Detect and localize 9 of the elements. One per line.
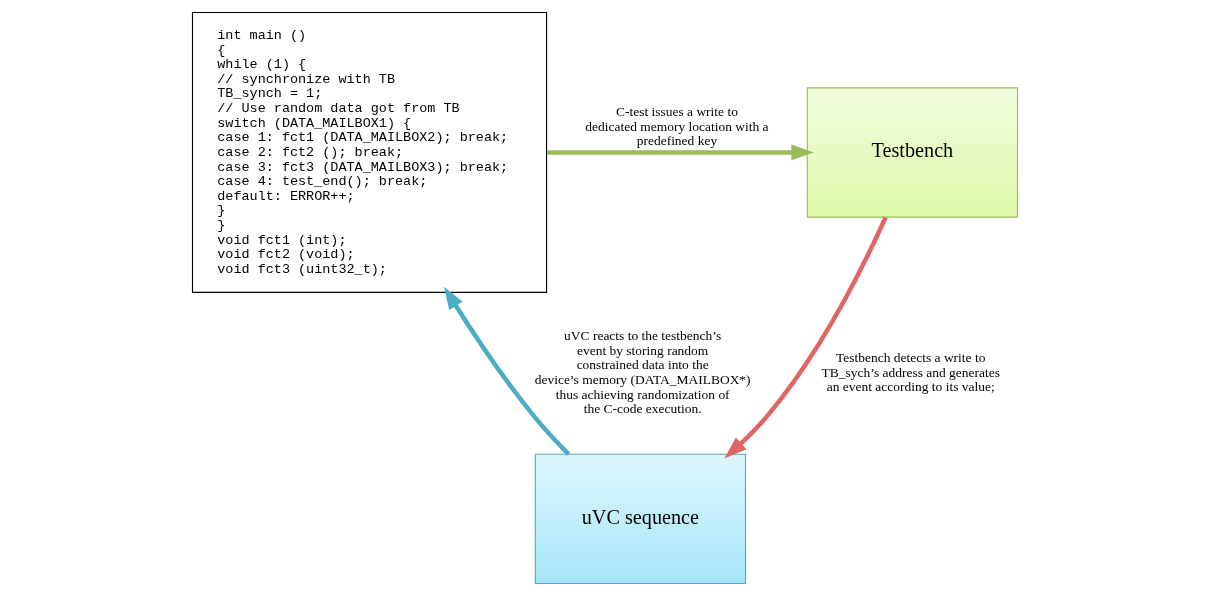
arrow <box>546 144 814 161</box>
arrow <box>724 216 888 459</box>
edge-label: Testbench detects a write to TB_sych’s address and generates an event according to its value; <box>821 350 1000 395</box>
edge-label: C-test issues a write to dedicated memory location with a predefined key <box>585 104 769 149</box>
edge-label: uVC reacts to the testbench’s event by storing random constrained data into the device’s memory (DATA_MAILBOX*) thus achieving randomization of the C-code execution. <box>534 328 751 417</box>
node-box: uVC sequence <box>534 453 747 585</box>
node-box: int main () { while (1) { // synchronize with TB TB_synch = 1; // Use random data got from TB switch (DATA_MAILBOX1) { case 1: fct1 (DATA_MAILBOX2); break; case 2: fct2 (); break; case 3: fct3 (DATA_MAILBOX3); break; case 4: test_end(); break; default: ERROR++; } } void fct1 (int); void fct2 (void); void fct3 (uint32_t); <box>191 11 548 293</box>
node-box: Testbench <box>806 87 1019 218</box>
arrow <box>444 286 571 456</box>
